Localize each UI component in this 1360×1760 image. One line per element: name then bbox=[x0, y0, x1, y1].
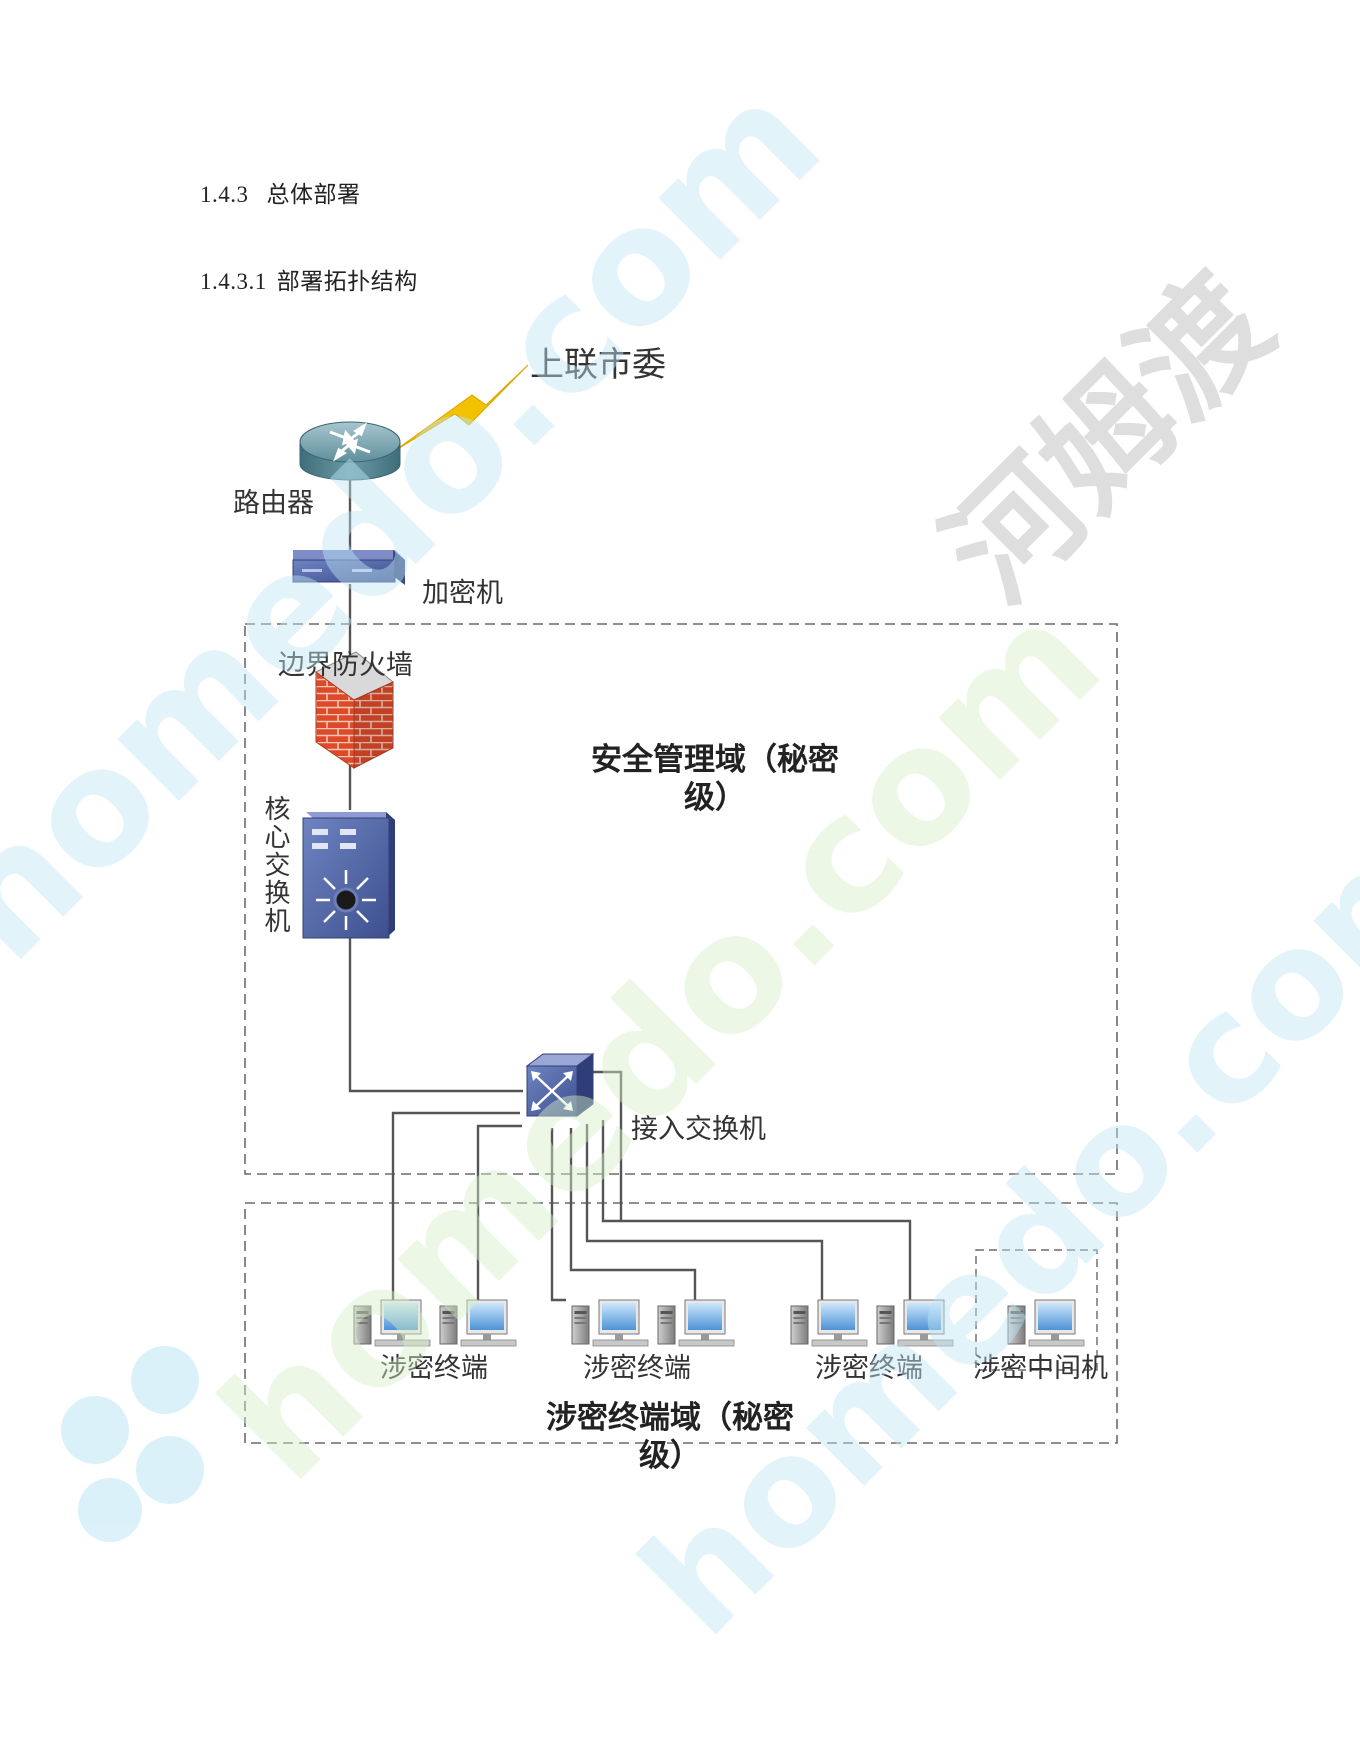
router-label: 路由器 bbox=[233, 488, 314, 519]
lightning-bolt-icon bbox=[392, 364, 529, 453]
subsection-heading: 1.4.3.1 部署拓扑结构 bbox=[200, 262, 418, 296]
firewall-label: 边界防火墙 bbox=[278, 650, 413, 681]
section-number: 1.4.3 bbox=[200, 182, 249, 207]
security-domain-box bbox=[244, 623, 1118, 1175]
terminal-group-b bbox=[571, 1299, 735, 1347]
core-switch-icon bbox=[302, 812, 395, 939]
intermediate-box bbox=[975, 1249, 1098, 1371]
access-switch-icon bbox=[525, 1053, 595, 1117]
access-switch-label: 接入交换机 bbox=[631, 1114, 766, 1145]
terminal-group-a bbox=[353, 1299, 517, 1347]
section-heading: 1.4.3 总体部署 bbox=[200, 175, 361, 209]
terminal-domain-box bbox=[244, 1202, 1118, 1444]
firewall-icon bbox=[315, 651, 394, 769]
terminal-label-a: 涉密终端 bbox=[380, 1353, 488, 1384]
encryptor-icon bbox=[292, 550, 405, 585]
terminal-domain-label: 涉密终端域（秘密级） bbox=[546, 1400, 794, 1474]
subsection-title: 部署拓扑结构 bbox=[276, 269, 418, 295]
encryptor-label: 加密机 bbox=[422, 578, 503, 609]
core-switch-label: 核心交换机 bbox=[260, 795, 290, 935]
subsection-number: 1.4.3.1 bbox=[200, 269, 267, 294]
terminal-label-b: 涉密终端 bbox=[583, 1353, 691, 1384]
intermediate-machine-icon bbox=[1007, 1299, 1085, 1347]
router-icon bbox=[299, 421, 401, 481]
terminal-label-c: 涉密终端 bbox=[815, 1353, 923, 1384]
connection-lines bbox=[348, 480, 912, 1302]
intermediate-label: 涉密中间机 bbox=[973, 1353, 1108, 1384]
section-title: 总体部署 bbox=[266, 182, 361, 208]
terminal-group-c bbox=[790, 1299, 954, 1347]
upstream-label: 上联市委 bbox=[530, 345, 666, 385]
security-domain-label: 安全管理域（秘密级） bbox=[591, 742, 839, 816]
